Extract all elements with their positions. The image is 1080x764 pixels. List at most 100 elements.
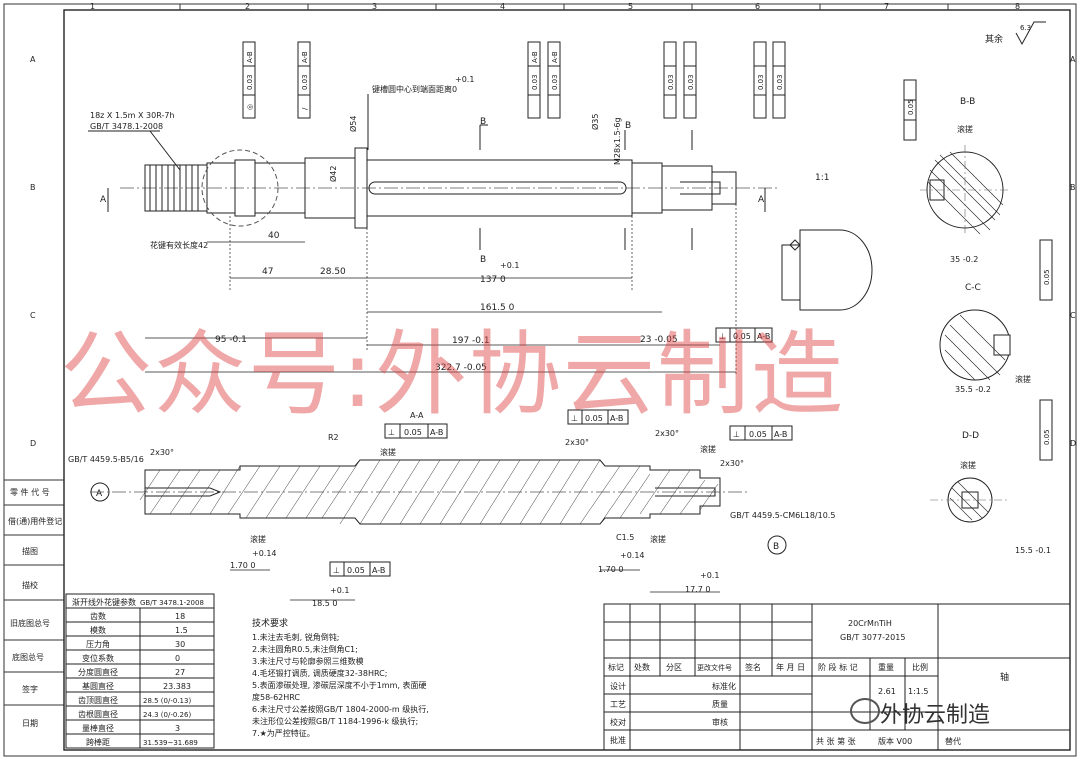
shaft-external-view bbox=[120, 147, 780, 229]
tb-h2: 分区 bbox=[666, 663, 682, 672]
tb-h1: 处数 bbox=[634, 662, 650, 672]
tech-item-4: 5.表面渗碳处理, 渗碳层深度不小于1mm, 表面硬 bbox=[252, 680, 426, 690]
left-row-3: 描校 bbox=[22, 580, 38, 590]
gdt-sym-2-val: 0.05 bbox=[1043, 269, 1051, 285]
tb-sheets: 共 张 第 张 bbox=[816, 736, 856, 746]
top-dimensions bbox=[145, 204, 737, 376]
tb-role-2: 校对 bbox=[610, 717, 626, 727]
cc-dim: 35.5 -0.2 bbox=[955, 385, 991, 394]
gdt-b4-val: 0.05 bbox=[347, 566, 365, 575]
gdt-run-2-val: 0.03 bbox=[551, 74, 559, 90]
spline-spec: 18z X 1.5m X 30R-7h bbox=[90, 111, 175, 120]
gdt-perp-frame bbox=[715, 327, 773, 343]
svg-text:B: B bbox=[30, 183, 36, 192]
bottom-dimensions bbox=[230, 569, 720, 601]
section-dd bbox=[930, 477, 1010, 523]
cut-a-right: A bbox=[758, 195, 765, 205]
dd-dim: 15.5 -0.1 bbox=[1015, 546, 1051, 555]
spline-std: GB/T 3478.1-2008 bbox=[90, 122, 163, 131]
st-r7-k: 齿根圆直径 bbox=[78, 709, 118, 719]
outer-border bbox=[3, 3, 1077, 757]
svg-text:A: A bbox=[1070, 55, 1076, 64]
dim-95: 95 -0.1 bbox=[215, 335, 247, 345]
left-row-2: 描图 bbox=[22, 546, 38, 556]
inner-border bbox=[63, 9, 1071, 751]
st-r2-v: 30 bbox=[175, 640, 185, 649]
sec-aa-label: A-A bbox=[410, 411, 424, 420]
gdt-b3-val: 0.05 bbox=[749, 430, 767, 439]
tb-check-1: 质量 bbox=[712, 699, 728, 709]
tech-item-2: 3.未注尺寸与轮廓参照三维数模 bbox=[252, 656, 364, 666]
section-markers-top bbox=[107, 124, 766, 250]
svg-text:8: 8 bbox=[1015, 2, 1020, 11]
dim-177: 17.7 0 bbox=[685, 585, 710, 594]
tol-014b: +0.14 bbox=[620, 551, 645, 560]
gdt-conc-2-val: 0.03 bbox=[531, 74, 539, 90]
cut-c-top: B bbox=[625, 121, 631, 131]
keyway-note: 键槽圆中心到端面距离0 bbox=[372, 84, 457, 94]
keyway-tol-top: +0.1 bbox=[455, 75, 474, 84]
gdt-conc-1-ref: A-B bbox=[246, 51, 254, 63]
tb-replace: 替代 bbox=[945, 736, 961, 746]
tech-item-3: 4.毛坯锻打调质, 调质硬度32-38HRC; bbox=[252, 668, 387, 678]
section-cc-title: C-C bbox=[965, 283, 981, 293]
part-name: 轴 bbox=[1000, 671, 1009, 683]
tech-item-6: 6.未注尺寸公差按照GB/T 1804-2000-m 级执行, bbox=[252, 704, 429, 714]
dim-170a: 1.70 0 bbox=[230, 561, 255, 570]
gdt-b3-sym: ⊥ bbox=[733, 430, 740, 439]
knurl-bottom-4: 滚搓 bbox=[650, 534, 666, 544]
cut-b-bottom: B bbox=[480, 255, 486, 265]
gdt-run-1-ref: A-B bbox=[301, 51, 309, 63]
knurl-bottom-1: 滚搓 bbox=[380, 447, 396, 457]
st-r3-k: 变位系数 bbox=[82, 653, 114, 663]
center-std-b: GB/T 4459.5-CM6L18/10.5 bbox=[730, 511, 835, 520]
tb-scale: 1:1.5 bbox=[908, 687, 929, 696]
title-block-grid bbox=[603, 603, 1071, 751]
tb-h0: 标记 bbox=[608, 662, 624, 672]
left-record-block bbox=[4, 479, 64, 706]
gdt-b1-ref: A-B bbox=[430, 428, 443, 437]
dia42-label: Ø42 bbox=[328, 166, 338, 182]
svg-text:4: 4 bbox=[500, 2, 505, 11]
cut-b-top: B bbox=[480, 117, 486, 127]
tech-item-8: 7.★为严控特征。 bbox=[252, 728, 315, 738]
svg-text:A: A bbox=[30, 55, 36, 64]
svg-text:B: B bbox=[1070, 183, 1076, 192]
gdt-b1-val: 0.05 bbox=[404, 428, 422, 437]
st-r0-v: 18 bbox=[175, 612, 185, 621]
st-r9-k: 跨棒距 bbox=[86, 737, 110, 747]
gdt-b4-sym: ⊥ bbox=[333, 566, 340, 575]
gdt-b2-val: 0.05 bbox=[585, 414, 603, 423]
st-r4-v: 27 bbox=[175, 668, 185, 677]
st-r0-k: 齿数 bbox=[90, 611, 106, 621]
tb-h4: 签名 bbox=[745, 662, 761, 672]
spline-table-std: GB/T 3478.1-2008 bbox=[140, 599, 204, 607]
tol-137: +0.1 bbox=[500, 261, 519, 270]
svg-text:C: C bbox=[1070, 311, 1076, 320]
dia35-label: Ø35 bbox=[590, 114, 600, 130]
gdt-run-4-val: 0.03 bbox=[776, 74, 784, 90]
tol-01b: +0.1 bbox=[330, 586, 349, 595]
tech-item-5: 度58-62HRC bbox=[252, 692, 300, 702]
gdt-run-2-ref: A-B bbox=[551, 51, 559, 63]
datum-circles bbox=[90, 482, 787, 555]
svg-text:6: 6 bbox=[755, 2, 760, 11]
dia54-label: Ø54 bbox=[348, 116, 358, 132]
chamfer-left: 2x30° bbox=[150, 448, 174, 457]
gdt-conc-4-val: 0.03 bbox=[757, 74, 765, 90]
dim-1615: 161.5 0 bbox=[480, 303, 515, 313]
st-r9-v: 31.539~31.689 bbox=[143, 739, 198, 747]
gdt-sym-3-val: 0.05 bbox=[1043, 429, 1051, 445]
gdt-conc-1-sym: ◎ bbox=[246, 104, 254, 110]
tb-weight-label: 重量 bbox=[878, 662, 894, 672]
svg-text:3: 3 bbox=[372, 2, 377, 11]
dim-47: 47 bbox=[262, 267, 273, 277]
section-cc bbox=[939, 309, 1011, 381]
dim-185: 18.5 0 bbox=[312, 599, 337, 608]
section-bb bbox=[920, 145, 1010, 235]
svg-text:D: D bbox=[30, 439, 36, 448]
tech-item-0: 1.未注去毛刺, 锐角倒钝; bbox=[252, 632, 339, 642]
tb-h5: 年 月 日 bbox=[776, 662, 805, 672]
svg-text:7: 7 bbox=[884, 2, 889, 11]
st-r5-v: 23.383 bbox=[163, 682, 191, 691]
